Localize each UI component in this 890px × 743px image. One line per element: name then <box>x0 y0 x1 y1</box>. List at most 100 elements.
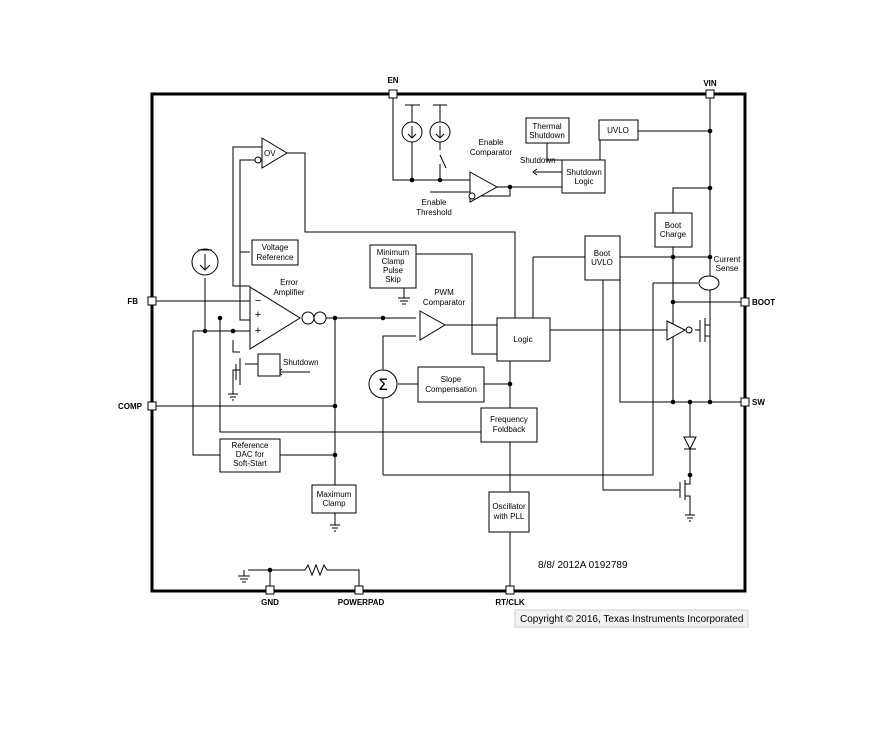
enable-comparator-label-1: Enable <box>479 138 504 147</box>
pins <box>147 89 750 595</box>
min-clamp-label-1: Minimum <box>377 248 410 257</box>
uvlo-label: UVLO <box>607 126 629 135</box>
pwm-comparator-label-1: PWM <box>434 288 454 297</box>
high-side-driver <box>666 320 687 341</box>
pin-sw <box>740 397 750 407</box>
thermal-shutdown-block <box>525 117 570 144</box>
voltage-reference-label-2: Reference <box>257 253 294 262</box>
noninverting-input-sign-2: + <box>255 325 261 337</box>
pin-label-fb: FB <box>127 297 138 306</box>
boot-charge-block <box>654 212 693 248</box>
shutdown-fet-label: Shutdown <box>283 358 319 367</box>
copyright-box <box>514 609 749 628</box>
summing-junction <box>368 369 398 399</box>
pin-label-boot: BOOT <box>752 298 775 307</box>
maximum-clamp-block <box>311 484 357 514</box>
current-sense-icon <box>698 275 720 291</box>
gm-circle-1 <box>301 311 315 325</box>
pwm-comparator <box>419 310 446 341</box>
slope-compensation-block <box>417 366 485 403</box>
gm-circle-2 <box>313 311 327 325</box>
shutdown-signal-label: Shutdown <box>520 156 556 165</box>
pin-gnd <box>265 585 275 595</box>
enable-comparator <box>469 171 499 203</box>
reference-supply <box>198 249 212 251</box>
ov-label: OV <box>264 149 276 158</box>
boot-charge-label-1: Boot <box>665 221 682 230</box>
error-amplifier-label-2: Amplifier <box>273 288 304 297</box>
uvlo-block <box>598 119 639 141</box>
min-clamp-label-3: Pulse <box>383 266 404 275</box>
shutdown-logic-label-1: Shutdown <box>566 168 602 177</box>
ov-comparator <box>261 137 288 169</box>
ground-symbols <box>228 297 695 583</box>
pin-label-comp: COMP <box>118 402 143 411</box>
voltage-reference-block <box>251 239 299 266</box>
boot-charge-label-2: Charge <box>660 230 687 239</box>
reference-dac-label-1: Reference <box>232 441 269 450</box>
current-source-icon <box>429 121 451 143</box>
logic-label: Logic <box>513 335 532 344</box>
error-amplifier <box>249 286 301 350</box>
maximum-clamp-label-1: Maximum <box>317 490 352 499</box>
thermal-shutdown-label-1: Thermal <box>532 122 562 131</box>
pin-label-powerpad: POWERPAD <box>338 598 385 607</box>
ic-outline <box>150 92 747 593</box>
error-amplifier-label-1: Error <box>280 278 298 287</box>
min-clamp-label-4: Skip <box>385 275 401 284</box>
slope-compensation-label-2: Compensation <box>425 385 477 394</box>
inverting-bubble <box>468 192 476 200</box>
shutdown-logic-block <box>561 159 606 194</box>
current-source-icon <box>191 248 219 276</box>
oscillator-block <box>488 491 530 533</box>
inverting-bubble <box>254 156 262 164</box>
shutdown-logic-label-2: Logic <box>574 177 593 186</box>
min-clamp-label-2: Clamp <box>381 257 405 266</box>
enable-threshold-label-2: Threshold <box>416 208 452 217</box>
pin-label-en: EN <box>387 76 398 85</box>
boot-uvlo-label-1: Boot <box>594 249 611 258</box>
inverting-input-sign: − <box>255 295 261 307</box>
shutdown-switch-box <box>257 353 281 377</box>
enable-threshold-label-1: Enable <box>422 198 447 207</box>
pin-vin <box>705 89 715 99</box>
pin-comp <box>147 401 157 411</box>
current-source-icon <box>401 121 423 143</box>
slope-compensation-label-1: Slope <box>441 375 462 384</box>
boot-uvlo-block <box>584 235 621 281</box>
frequency-foldback-block <box>480 407 538 443</box>
reference-dac-label-3: Soft-Start <box>233 459 268 468</box>
current-sense-label-2: Sense <box>716 264 739 273</box>
logic-block <box>496 317 551 362</box>
voltage-reference-label-1: Voltage <box>262 243 289 252</box>
pin-en <box>388 89 398 99</box>
thermal-shutdown-label-2: Shutdown <box>529 131 565 140</box>
noninverting-input-sign-1: + <box>255 309 261 321</box>
enable-comparator-label-2: Comparator <box>470 148 513 157</box>
boot-uvlo-label-2: UVLO <box>591 258 613 267</box>
pin-fb <box>147 296 157 306</box>
frequency-foldback-label-1: Frequency <box>490 415 528 424</box>
oscillator-label-2: with PLL <box>493 512 525 521</box>
reference-dac-label-2: DAC for <box>236 450 265 459</box>
current-sense-label-1: Current <box>714 255 741 264</box>
pin-boot <box>740 297 750 307</box>
reference-dac-block <box>219 438 281 473</box>
pin-rt-clk <box>505 585 515 595</box>
sigma-icon: Σ <box>378 375 388 394</box>
date-code: 8/8/ 2012A 0192789 <box>538 560 628 571</box>
minimum-clamp-block <box>369 244 417 289</box>
pin-powerpad <box>354 585 364 595</box>
shutdown-mosfet-icon <box>235 362 241 382</box>
wires <box>156 98 741 590</box>
pwm-comparator-label-2: Comparator <box>423 298 466 307</box>
frequency-foldback-label-2: Foldback <box>493 425 526 434</box>
inverting-bubble <box>685 326 693 334</box>
pin-label-rt-clk: RT/CLK <box>495 598 525 607</box>
pin-label-vin: VIN <box>703 79 717 88</box>
oscillator-label-1: Oscillator <box>492 502 526 511</box>
maximum-clamp-label-2: Clamp <box>322 499 346 508</box>
diode-icon <box>683 436 697 451</box>
pin-label-sw: SW <box>752 398 765 407</box>
